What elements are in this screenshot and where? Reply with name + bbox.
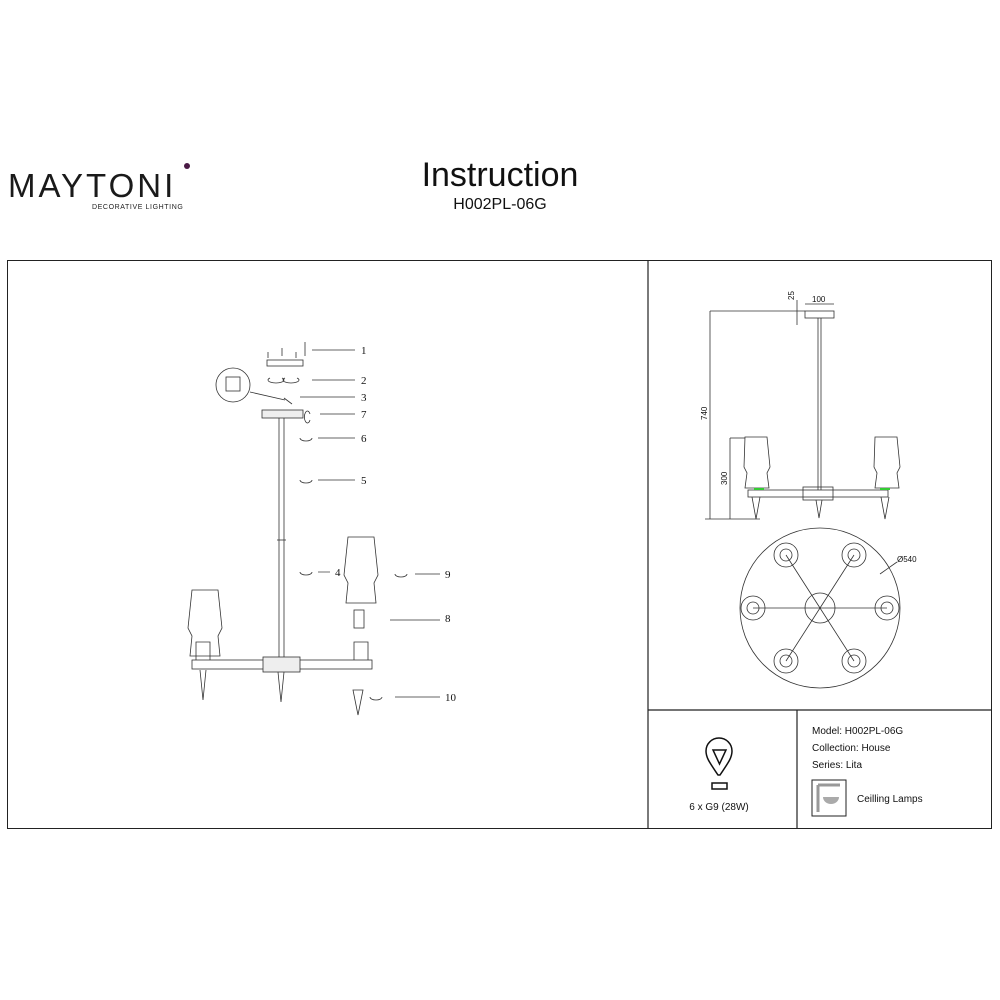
step-label: 5: [361, 475, 367, 487]
dim-diameter: Ø540: [897, 555, 917, 564]
ceiling-lamp-icon: [811, 779, 847, 817]
page-title: Instruction: [421, 156, 579, 194]
step-labels: 1 2 3 4 5 6 7 8 9 10: [335, 345, 457, 704]
step-label: 10: [445, 692, 457, 704]
instruction-frame: [7, 260, 992, 829]
assembly-drawing: [187, 342, 408, 716]
step-label: 3: [361, 392, 367, 404]
bulb-icon: [705, 737, 733, 790]
step-label: 8: [445, 613, 451, 625]
spec-model: Model: H002PL-06G: [812, 726, 903, 737]
dim-canopy-height: 25: [787, 291, 796, 300]
dim-canopy-width: 100: [812, 295, 826, 304]
step-label: 2: [361, 375, 367, 387]
top-view-drawing: [739, 527, 901, 689]
dim-total-height: 740: [700, 406, 709, 420]
spec-category: Ceilling Lamps: [857, 794, 923, 805]
logo-dot: [184, 163, 190, 169]
step-label: 6: [361, 433, 367, 445]
dim-shade-height: 300: [720, 471, 729, 485]
step-label: 1: [361, 345, 367, 357]
brand-tagline: DECORATIVE LIGHTING: [92, 204, 184, 211]
step-label: 4: [335, 567, 341, 579]
bulb-spec: 6 x G9 (28W): [689, 802, 748, 813]
spec-collection: Collection: House: [812, 743, 891, 754]
brand-logo: MAYTONI DECORATIVE LIGHTING: [8, 163, 193, 211]
brand-name: MAYTONI: [8, 167, 177, 204]
step-label: 7: [361, 409, 367, 421]
model-code: H002PL-06G: [453, 196, 547, 213]
side-view-drawing: [705, 300, 901, 520]
step-label: 9: [445, 569, 451, 581]
spec-series: Series: Lita: [812, 760, 862, 771]
